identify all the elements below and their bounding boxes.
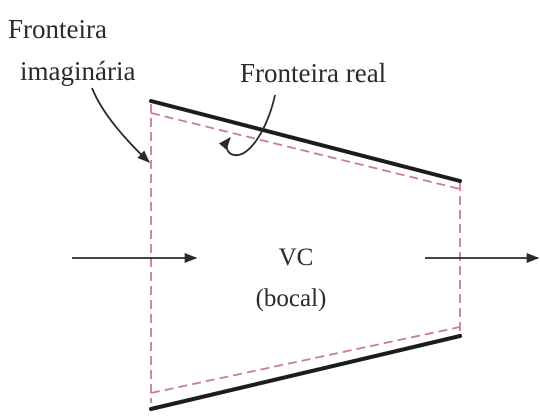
real-boundary-label: Fronteira real	[240, 58, 386, 88]
imaginary-boundary-leader	[91, 87, 150, 163]
real-boundary-top-wall	[149, 99, 462, 183]
real-boundary-bottom-wall	[149, 334, 462, 411]
real-boundary-leader	[218, 94, 276, 157]
imaginary-boundary-label-line2: imaginária	[20, 56, 135, 86]
control-volume-label: VC	[279, 244, 314, 271]
imaginary-boundary-bottom-edge	[150, 326, 461, 394]
imaginary-boundary	[150, 104, 461, 403]
imaginary-boundary-label-line1: Fronteira	[8, 14, 107, 44]
control-volume-type-label: (bocal)	[256, 285, 327, 312]
imaginary-boundary-top-edge	[150, 112, 461, 190]
real-boundary	[149, 99, 462, 411]
